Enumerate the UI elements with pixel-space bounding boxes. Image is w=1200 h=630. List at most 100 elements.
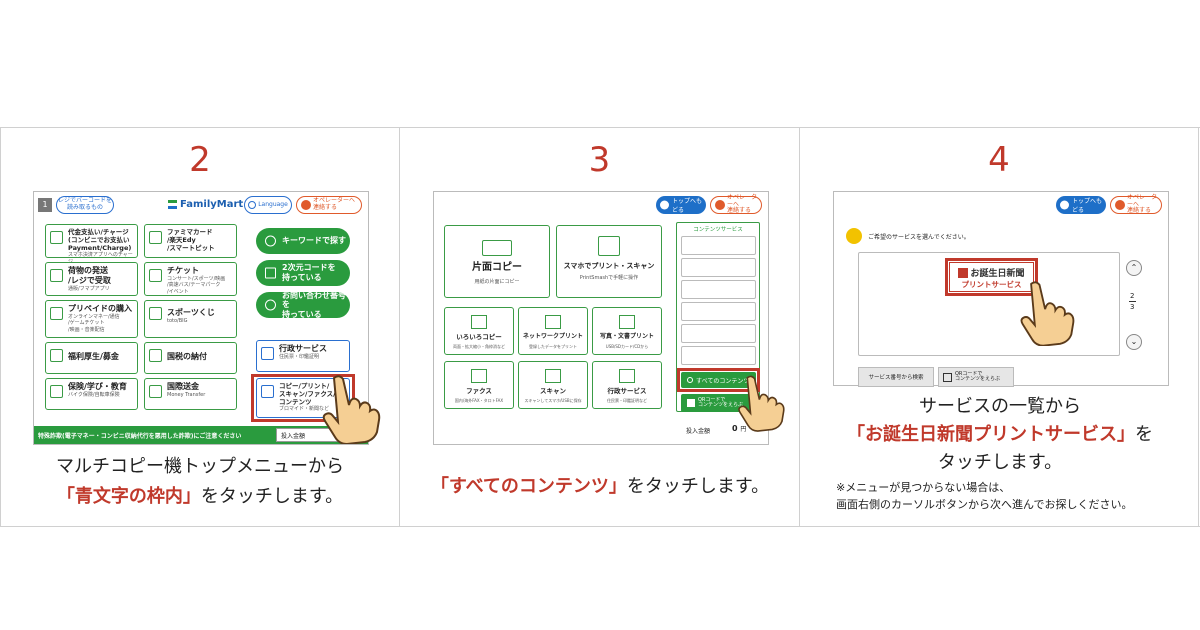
search-icon	[687, 377, 693, 383]
copy-icon	[482, 240, 512, 256]
contents-slot[interactable]	[681, 346, 756, 365]
qr-icon	[265, 267, 276, 279]
service-logo-badge	[958, 267, 969, 278]
service-list-screen: トップへもどる オペレーターへ 連絡する ご希望のサービスを選んでください。 お…	[833, 191, 1169, 387]
operator-button[interactable]: オペレーターへ 連絡する	[710, 194, 762, 214]
top-return-button[interactable]: トップへもどる	[1056, 196, 1106, 214]
contents-slot[interactable]	[681, 302, 756, 321]
step4-caption-line2: 「お誕生日新聞プリントサービス」を	[847, 424, 1153, 445]
language-button[interactable]: Language	[244, 196, 292, 214]
tile-various-copy[interactable]: いろいろコピー 両面・拡大縮小・角枠消など	[444, 307, 514, 355]
scroll-up-button[interactable]: ⌃	[1126, 260, 1142, 276]
contents-slot[interactable]	[681, 236, 756, 255]
step4-caption-line1: サービスの一覧から	[919, 396, 1081, 417]
deposit-label: 投入金額	[686, 428, 711, 435]
tile-insurance[interactable]: 保険/学び・教育バイク保険/自転車保険	[45, 378, 138, 410]
tile-scan[interactable]: スキャン スキャンしてスマホ/USBに保存	[518, 361, 588, 409]
qr-icon	[687, 399, 695, 407]
operator-icon	[1115, 200, 1125, 210]
info-dot-icon	[846, 228, 862, 244]
shield-icon	[50, 385, 63, 398]
parcel-icon	[50, 269, 63, 282]
familymart-logo-mark	[168, 200, 177, 209]
home-icon	[1060, 200, 1069, 210]
step-panel-4: 4	[800, 128, 1199, 526]
tile-famima-card[interactable]: ファミマカード /楽天Edy /スマートピット	[144, 224, 237, 258]
qr-code-button[interactable]: 2次元コードを 持っている	[256, 260, 350, 286]
top-return-button[interactable]: トップへもどる	[656, 196, 706, 214]
birthday-newspaper-service[interactable]: お誕生日新聞 プリントサービス	[949, 262, 1034, 292]
highlight-frame	[945, 258, 1038, 296]
pointing-hand-icon	[1020, 281, 1075, 346]
steps-strip: 2 3 4	[0, 127, 1200, 527]
tile-smartphone-print[interactable]: スマホでプリント・スキャン PrintSmashで手軽に操作	[556, 225, 662, 298]
qr-contents-button[interactable]: QRコードで コンテンツをえらぶ	[681, 394, 756, 412]
document-icon	[619, 369, 635, 383]
step4-note: ※メニューが見つからない場合は、 画面右側のカーソルボタンから次へ進んでお探しく…	[836, 481, 1133, 511]
scan-icon	[545, 369, 561, 383]
tile-ticket[interactable]: チケットコンサート/スポーツ/映画 /高速バス/テーマパーク /イベント	[144, 262, 237, 296]
card-icon	[149, 231, 162, 244]
tab-service-number-search[interactable]: サービス番号から検索	[858, 367, 934, 387]
step2-caption-line1: マルチコピー機トップメニューから	[56, 456, 344, 477]
number-icon	[265, 299, 276, 311]
fraud-notice: 特殊詐欺(電子マネー・コンビニ収納代行を悪用した詐欺)にご注意ください	[38, 433, 242, 440]
pointing-hand-icon	[738, 375, 785, 432]
tile-photo-print[interactable]: 写真・文書プリント USB/SDカード/CDから	[592, 307, 662, 355]
service-logo-top: お誕生日新聞	[950, 266, 1033, 279]
all-contents-button[interactable]: すべてのコンテンツ	[681, 372, 756, 388]
tax-icon	[149, 349, 162, 362]
tile-network-print[interactable]: ネットワークプリント 登録したデータをプリント	[518, 307, 588, 355]
tile-gyosei[interactable]: 行政サービス住民票・印鑑証明	[256, 340, 350, 372]
tile-fax[interactable]: ファクス 国内/海外FAX・タロトFAX	[444, 361, 514, 409]
barcode-button[interactable]: レジでバーコードを 読み取るもの	[56, 196, 114, 214]
service-prompt: ご希望のサービスを選んでください。	[868, 234, 970, 241]
tile-prepaid[interactable]: プリペイドの購入オンラインマネー/通信 /ゲームチケット /映画・音楽配信	[45, 300, 138, 338]
tile-copy-print[interactable]: コピー/プリント/ スキャン/ファクス/ コンテンツブロマイド・新聞など	[256, 378, 350, 418]
step2-caption-line2: 「青文字の枠内」をタッチします。	[56, 486, 344, 507]
operator-button[interactable]: オペレーターへ 連絡する	[1110, 194, 1162, 214]
tile-single-copy[interactable]: 片面コピー 用紙の片面にコピー	[444, 225, 550, 298]
inquiry-number-button[interactable]: お問い合わせ番号を 持っている	[256, 291, 350, 319]
lottery-icon	[149, 307, 162, 320]
fax-icon	[471, 369, 487, 383]
tile-parcel[interactable]: 荷物の発送 /レジで受取通販/フマプアプリ	[45, 262, 138, 296]
highlight-frame	[677, 368, 760, 392]
operator-button[interactable]: オペレーターへ 連絡する	[296, 196, 362, 214]
deposit-amount: 0 円	[732, 424, 747, 433]
tile-welfare[interactable]: 福利厚生/募金	[45, 342, 138, 374]
operator-icon	[715, 200, 725, 210]
search-icon	[265, 235, 276, 247]
qr-icon	[943, 372, 952, 382]
photo-icon	[619, 315, 635, 329]
scroll-down-button[interactable]: ⌄	[1126, 334, 1142, 350]
card-icon	[50, 307, 63, 320]
copy-menu-screen: トップへもどる オペレーターへ 連絡する 片面コピー 用紙の片面にコピー スマホ…	[433, 191, 785, 445]
tile-national-tax[interactable]: 国税の納付	[144, 342, 237, 374]
contents-slot[interactable]	[681, 324, 756, 343]
globe-icon	[248, 201, 257, 209]
step3-caption: 「すべてのコンテンツ」をタッチします。	[430, 476, 770, 497]
heart-hand-icon	[50, 349, 63, 362]
tile-gyosei[interactable]: 行政サービス 住民票・印鑑証明など	[592, 361, 662, 409]
printer-icon	[261, 385, 274, 398]
tab-qr-contents[interactable]: QRコードで コンテンツをえらぶ	[938, 367, 1014, 387]
page-indicator-current: 2	[1130, 292, 1135, 300]
contents-slot[interactable]	[681, 280, 756, 299]
keyword-search-button[interactable]: キーワードで探す	[256, 228, 350, 254]
pointing-hand-icon	[322, 375, 381, 444]
step-number: 2	[189, 140, 211, 180]
yen-icon	[50, 231, 63, 244]
contents-panel-title: コンテンツサービス	[693, 227, 743, 233]
tile-payment[interactable]: 代金支払い/チャージ (コンビニでお支払い Payment/Charge)スマホ…	[45, 224, 138, 265]
page-number-badge: 1	[38, 198, 52, 212]
kiosk-top-menu-screen: 1 レジでバーコードを 読み取るもの FamilyMart Language オ…	[33, 191, 381, 445]
contents-slot[interactable]	[681, 258, 756, 277]
transfer-icon	[149, 385, 162, 398]
home-icon	[660, 200, 669, 210]
copy-icon	[471, 315, 487, 329]
page-indicator-total: 3	[1130, 303, 1135, 311]
service-list-area	[858, 252, 1120, 356]
